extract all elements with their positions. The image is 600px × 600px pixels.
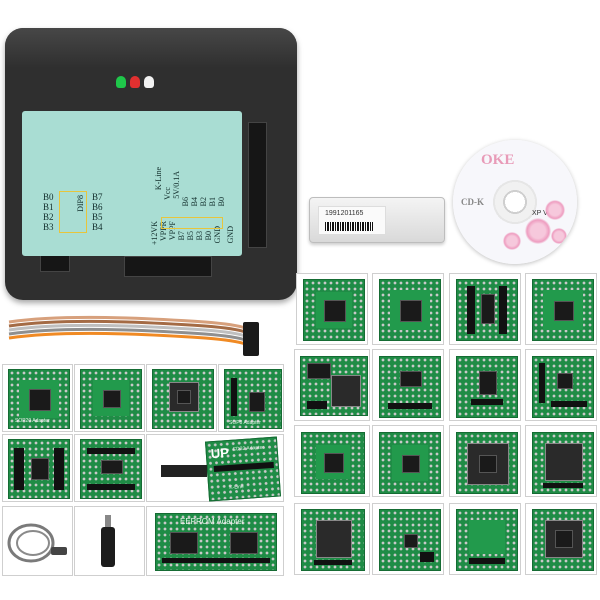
adapter-tile <box>294 349 370 421</box>
adapter-tile: SOP20 Adapter <box>2 364 73 432</box>
ribbon-cable <box>8 315 259 356</box>
cd-subtitle: CD-K <box>461 197 484 207</box>
dip-socket <box>59 191 87 233</box>
dip-label-b7: B7 <box>92 192 103 202</box>
busy-led <box>144 76 154 88</box>
hdr-label-b2: B2 <box>199 197 208 207</box>
usb-cable-icon <box>7 523 67 563</box>
power-adapter-tile <box>74 506 145 576</box>
dip-switch-label: DIP8 <box>76 195 85 212</box>
dip-label-b4: B4 <box>92 222 103 232</box>
usb-cable-tile <box>2 506 73 576</box>
hdr-label-b4: B4 <box>190 197 199 207</box>
cd32-heading: UP <box>210 444 230 462</box>
adapter-tile: SOP8 Adapter <box>218 364 284 432</box>
adapter-tile <box>525 273 597 345</box>
barrel-plug-icon <box>101 515 115 567</box>
dongle-serial: 1991201165 <box>325 210 364 217</box>
adapter-tile <box>449 425 521 497</box>
adapter-tile <box>74 364 145 432</box>
cd32-adapter-tile: UP CD32 Adapter K-Line <box>146 434 284 502</box>
hdr-label-kline: K-Line <box>154 167 163 191</box>
dip-label-b2: B2 <box>43 212 54 222</box>
dip-label-b5: B5 <box>92 212 103 222</box>
software-cd: OKE CD-K XP V6.26 <box>453 140 577 264</box>
flower-decoration <box>525 218 551 244</box>
cd32-title: CD32 Adapter <box>232 444 265 453</box>
eeprom-adapter-tile: EEPROM Adapter <box>146 506 284 576</box>
adapter-tile <box>74 434 145 502</box>
adapter-tile <box>449 273 521 345</box>
hdr-label-b3: B3 <box>195 231 204 241</box>
flower-decoration <box>503 232 521 250</box>
adapter-tile <box>525 349 597 421</box>
adapter-tile <box>372 503 444 575</box>
dip-label-b3: B3 <box>43 222 54 232</box>
hdr-label-b7: B7 <box>177 231 186 241</box>
hdr-label-gnd-b: GND <box>226 226 235 244</box>
adapter-tile <box>525 503 597 575</box>
header-socket <box>161 217 223 229</box>
hdr-label-b6: B6 <box>181 197 190 207</box>
adapter-tile <box>372 425 444 497</box>
adapter-tile <box>372 349 444 421</box>
eeprom-title: EEPROM Adapter <box>180 517 245 526</box>
hdr-label-b0-b: B0 <box>217 197 226 207</box>
adapter-tile <box>146 364 217 432</box>
power-led <box>116 76 126 88</box>
hdr-label-b1: B1 <box>208 197 217 207</box>
status-led <box>130 76 140 88</box>
dongle-sticker: 1991201165 <box>318 206 386 235</box>
hdr-label-b0-a: B0 <box>204 231 213 241</box>
bottom-pin-header <box>124 256 212 277</box>
ribbon-plug <box>161 465 207 477</box>
adapter-tile <box>294 503 370 575</box>
flower-decoration <box>551 228 567 244</box>
hdr-label-vcc: Vcc <box>163 187 172 200</box>
adapter-tile <box>525 425 597 497</box>
flower-decoration <box>545 200 565 220</box>
sop8-label: SOP8 Adapter <box>229 420 261 426</box>
adapter-tile <box>449 503 521 575</box>
hdr-label-12vk: +12VK <box>150 221 159 246</box>
side-pin-header <box>248 122 267 248</box>
adapter-tile <box>296 273 368 345</box>
cd32-pin-label: K-Line <box>229 484 244 491</box>
programmer-device: B0 B1 B2 B3 B7 B6 B5 B4 DIP8 +12VK VPPR … <box>5 28 297 300</box>
dip-label-b0: B0 <box>43 192 54 202</box>
hdr-label-5v: 5V/0.1A <box>172 171 181 199</box>
sop20-label: SOP20 Adapter <box>15 418 50 424</box>
barcode <box>325 222 373 231</box>
adapter-tile <box>294 425 370 497</box>
adapter-tile <box>372 273 444 345</box>
hdr-label-b5: B5 <box>186 231 195 241</box>
cd-title: OKE <box>481 152 515 168</box>
usb-dongle: 1991201165 <box>309 197 445 243</box>
adapter-tile <box>2 434 73 502</box>
label-panel: B0 B1 B2 B3 B7 B6 B5 B4 DIP8 +12VK VPPR … <box>22 111 242 256</box>
dip-label-b1: B1 <box>43 202 54 212</box>
dip-label-b6: B6 <box>92 202 103 212</box>
adapter-tile <box>449 349 521 421</box>
